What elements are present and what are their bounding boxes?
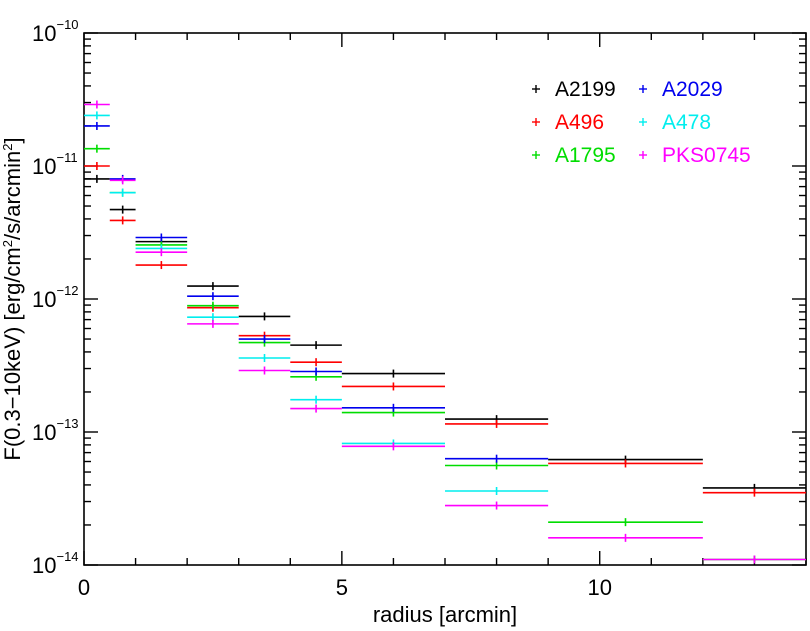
y-tick-label: 10−10 <box>32 17 79 46</box>
legend-label: A1795 <box>555 144 616 167</box>
y-tick-exponent: −13 <box>56 416 78 431</box>
y-tick-mantissa: 10 <box>32 420 56 445</box>
y-tick-exponent: −14 <box>56 549 78 564</box>
series-pks0745 <box>84 100 806 564</box>
y-axis-title-sup1: 2 <box>0 240 15 247</box>
series-a2199 <box>84 174 806 492</box>
y-tick-label: 10−12 <box>32 283 79 312</box>
legend-item: A496 <box>532 111 604 134</box>
y-tick-mantissa: 10 <box>32 21 56 46</box>
y-tick-mantissa: 10 <box>32 287 56 312</box>
legend-label: PKS0745 <box>662 144 751 167</box>
legend-item: A1795 <box>532 144 616 167</box>
y-tick-mantissa: 10 <box>32 154 56 179</box>
y-tick-label: 10−14 <box>32 549 79 578</box>
y-axis-title-sup2: 2 <box>0 144 15 151</box>
axis-ticks <box>83 32 807 566</box>
legend-label: A478 <box>662 111 711 134</box>
series-a478 <box>84 111 549 496</box>
x-tick-label: 10 <box>587 575 611 600</box>
legend-item: PKS0745 <box>639 144 751 167</box>
x-tick-labels: 0 5 10 <box>78 575 612 600</box>
y-axis-title: F(0.3−10keV) [erg/cm2/s/arcmin2] <box>0 137 25 460</box>
x-axis-title: radius [arcmin] <box>373 602 517 627</box>
y-axis-title-suffix: ] <box>0 137 25 143</box>
series-a1795 <box>84 144 806 564</box>
y-axis-title-mid: /s/arcmin <box>0 151 25 240</box>
legend-label: A496 <box>555 111 604 134</box>
y-tick-label: 10−13 <box>32 416 79 445</box>
x-tick-label: 5 <box>336 575 348 600</box>
legend-item: A2199 <box>532 78 616 101</box>
legend-item: A2029 <box>639 78 723 101</box>
y-tick-exponent: −10 <box>56 17 78 32</box>
y-tick-exponent: −11 <box>56 150 77 165</box>
y-tick-mantissa: 10 <box>32 553 56 578</box>
data-series <box>84 100 806 564</box>
legend-label: A2199 <box>555 78 616 101</box>
y-axis-title-prefix: F(0.3−10keV) [erg/cm <box>0 247 25 460</box>
y-tick-exponent: −12 <box>56 283 78 298</box>
legend-item: A478 <box>639 111 711 134</box>
y-tick-label: 10−11 <box>32 150 78 179</box>
x-tick-label: 0 <box>78 575 90 600</box>
legend-label: A2029 <box>662 78 723 101</box>
